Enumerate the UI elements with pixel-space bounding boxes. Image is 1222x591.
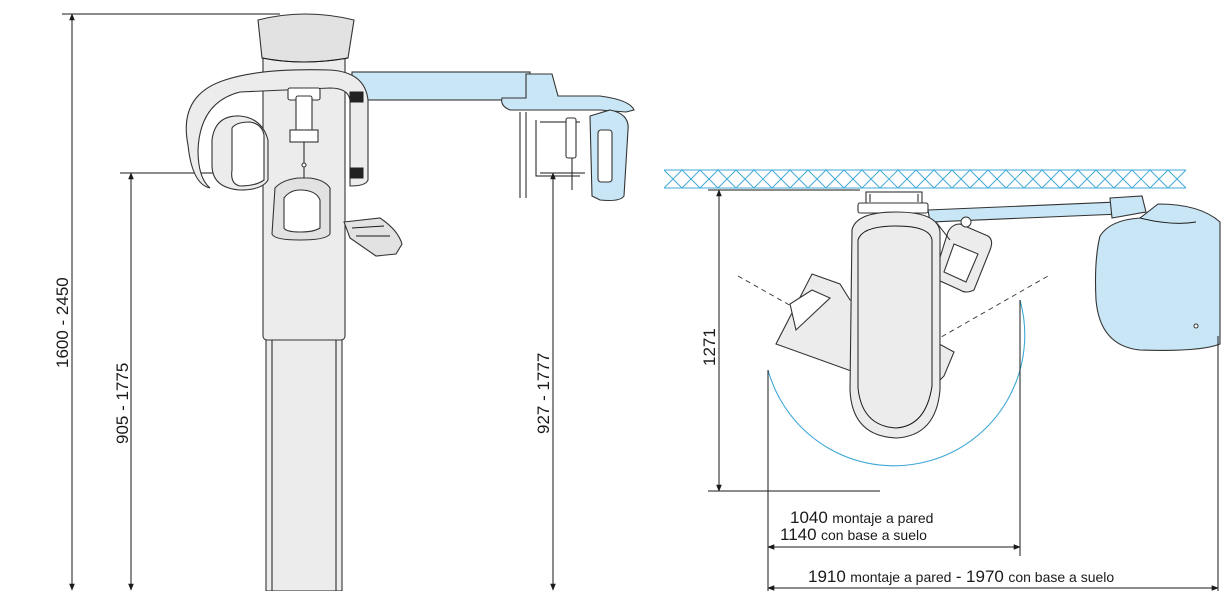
column-head [257,13,355,63]
wall-distance-dimension: 1271 [700,189,880,492]
patient-positioning [271,95,403,257]
chin-rest-height-label: 905 - 1775 [113,363,132,444]
chin-rest-cup [283,189,321,233]
rotating-c-arm [185,69,369,191]
side-view: 1600 - 2450 905 - 1775 927 - 1777 [53,13,635,591]
column-lower [265,337,343,591]
ceph-marker [1193,323,1199,329]
rotation-circle [767,299,1026,467]
rotation-width-floor-text: 1140 con base a suelo [780,525,927,544]
ceph-head-top [501,73,635,113]
cephalometric-arm [351,71,635,202]
bite-block-holder [289,129,319,143]
c-arm-body [185,69,369,189]
sensor-screen [943,243,979,283]
ceph-nasion-rod [565,117,577,159]
ear-rod-height-dimension: 927 - 1777 [534,172,585,591]
total-height-dimension: 1600 - 2450 [53,13,280,591]
ceph-head-top-view [1094,203,1221,351]
column-top-view [849,211,941,439]
total-width-dimension: 1910 montaje a pared - 1970 con base a s… [767,336,1219,591]
rotation-angle-lines [737,275,1049,365]
wall-distance-label: 1271 [700,328,719,366]
arm-joint-bottom [349,167,364,179]
wall-bracket [857,191,929,214]
sensor-knob [960,216,972,228]
ceph-detector [597,129,613,183]
source-housing [231,121,265,187]
bracket-plate [865,191,923,205]
arm-joint-top [349,91,364,103]
wall [663,169,1187,189]
ceph-arm-joint [1109,195,1147,219]
arm-beam [351,71,531,101]
ceph-arm-beam-top [927,201,1121,223]
chin-rest-height-dimension: 905 - 1775 [113,172,300,591]
ear-rod-height-label: 927 - 1777 [534,353,553,434]
bite-block [301,162,307,168]
xray-source-top [789,289,831,332]
total-height-label: 1600 - 2450 [53,277,72,368]
top-view: 1271 [663,169,1221,591]
ceph-arm-top [927,195,1221,351]
total-width-text: 1910 montaje a pared - 1970 con base a s… [808,567,1114,586]
rotation-width-wall-text: 1040 montaje a pared [790,508,933,527]
handle-bar [343,217,403,257]
rotation-width-dimension: 1040 montaje a pared 1140 con base a sue… [767,300,1021,591]
